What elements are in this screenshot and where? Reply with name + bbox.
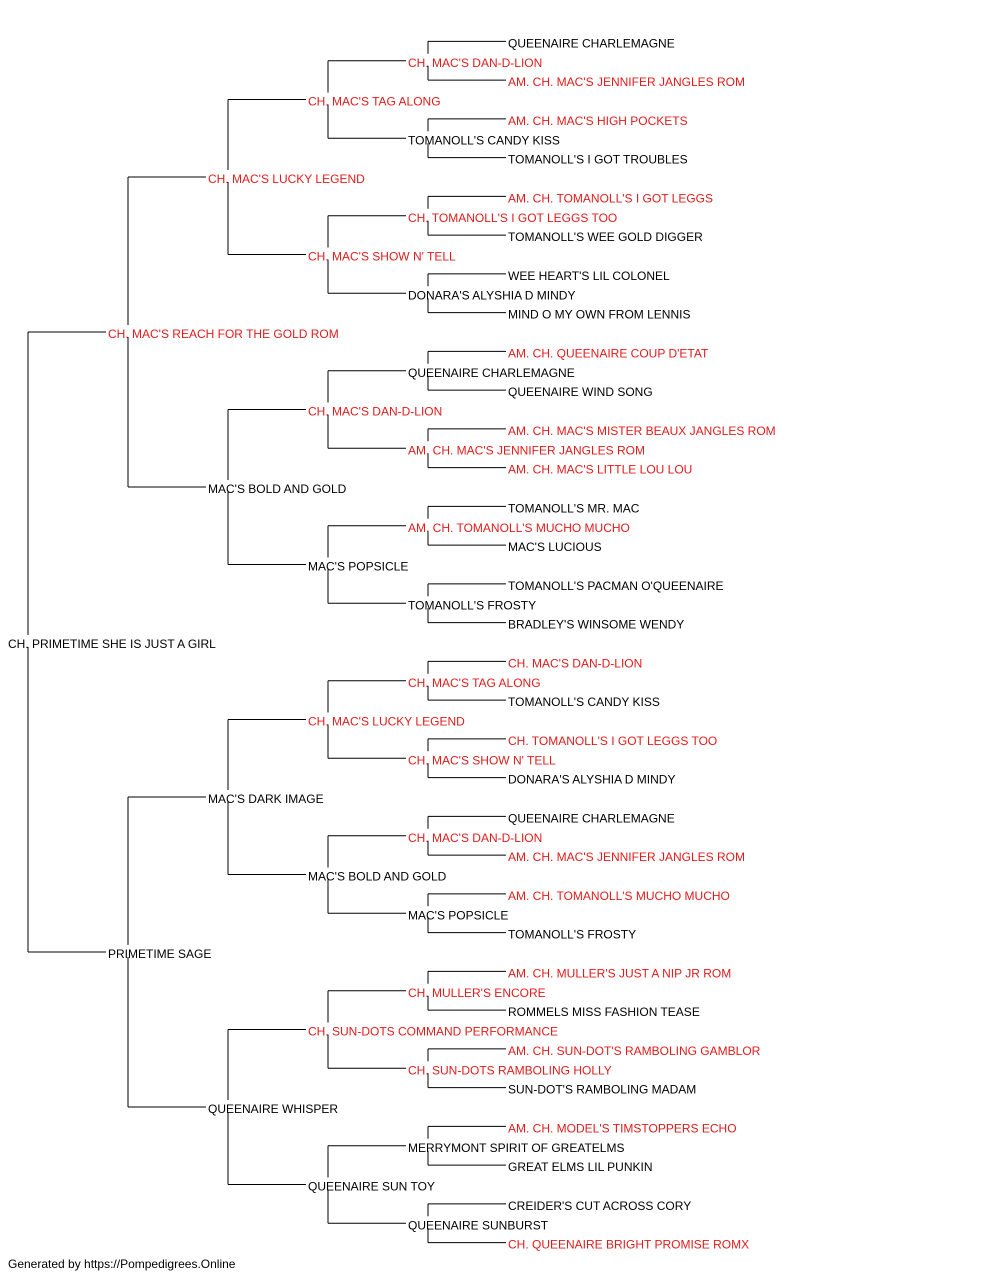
ancestor-name: CH. MAC'S DAN-D-LION	[508, 656, 642, 670]
ancestor-name: CH. MAC'S SHOW N' TELL	[408, 753, 556, 767]
ancestor-name: TOMANOLL'S FROSTY	[508, 928, 636, 942]
ancestor-name: WEE HEART'S LIL COLONEL	[508, 269, 670, 283]
ancestor-name: QUEENAIRE WHISPER	[208, 1102, 338, 1116]
ancestor-name: QUEENAIRE CHARLEMAGNE	[508, 36, 675, 50]
ancestor-name: QUEENAIRE CHARLEMAGNE	[408, 366, 575, 380]
ancestor-name: CH. MAC'S REACH FOR THE GOLD ROM	[108, 327, 339, 341]
ancestor-name: DONARA'S ALYSHIA D MINDY	[508, 773, 675, 787]
ancestor-name: CH. MULLER'S ENCORE	[408, 986, 546, 1000]
ancestor-name: QUEENAIRE CHARLEMAGNE	[508, 811, 675, 825]
ancestor-name: CH. MAC'S LUCKY LEGEND	[308, 715, 465, 729]
ancestor-name: AM. CH. MAC'S MISTER BEAUX JANGLES ROM	[508, 424, 776, 438]
ancestor-name: ROMMELS MISS FASHION TEASE	[508, 1005, 700, 1019]
ancestor-name: BRADLEY'S WINSOME WENDY	[508, 618, 684, 632]
ancestor-name: CH. SUN-DOTS COMMAND PERFORMANCE	[308, 1025, 558, 1039]
ancestor-name: PRIMETIME SAGE	[108, 947, 211, 961]
ancestor-name: AM. CH. MAC'S JENNIFER JANGLES ROM	[408, 443, 645, 457]
ancestor-name: AM. CH. MODEL'S TIMSTOPPERS ECHO	[508, 1121, 737, 1135]
ancestor-name: CH. MAC'S DAN-D-LION	[408, 56, 542, 70]
ancestor-name: CREIDER'S CUT ACROSS CORY	[508, 1199, 691, 1213]
ancestor-name: AM. CH. MULLER'S JUST A NIP JR ROM	[508, 966, 731, 980]
ancestor-name: AM. CH. SUN-DOT'S RAMBOLING GAMBLOR	[508, 1044, 761, 1058]
ancestor-name: AM. CH. MAC'S JENNIFER JANGLES ROM	[508, 75, 745, 89]
ancestor-name: MIND O MY OWN FROM LENNIS	[508, 308, 690, 322]
ancestor-name: TOMANOLL'S CANDY KISS	[508, 695, 660, 709]
ancestor-name: MAC'S LUCIOUS	[508, 540, 602, 554]
ancestor-name: CH. TOMANOLL'S I GOT LEGGS TOO	[408, 211, 617, 225]
ancestor-name: CH. MAC'S DAN-D-LION	[308, 405, 442, 419]
ancestor-name: CH. MAC'S SHOW N' TELL	[308, 250, 456, 264]
ancestor-name: QUEENAIRE SUNBURST	[408, 1218, 549, 1232]
ancestor-name: AM. CH. TOMANOLL'S MUCHO MUCHO	[408, 521, 630, 535]
ancestor-name: AM. CH. MAC'S LITTLE LOU LOU	[508, 463, 692, 477]
ancestor-name: TOMANOLL'S I GOT TROUBLES	[508, 153, 688, 167]
ancestor-name: MAC'S POPSICLE	[308, 560, 408, 574]
ancestor-name: MAC'S BOLD AND GOLD	[308, 870, 447, 884]
ancestor-name: SUN-DOT'S RAMBOLING MADAM	[508, 1083, 696, 1097]
ancestor-name: AM. CH. TOMANOLL'S I GOT LEGGS	[508, 191, 713, 205]
ancestor-name: MAC'S POPSICLE	[408, 908, 508, 922]
ancestor-name: QUEENAIRE SUN TOY	[308, 1180, 435, 1194]
ancestor-name: CH. MAC'S LUCKY LEGEND	[208, 172, 365, 186]
ancestor-name: TOMANOLL'S PACMAN O'QUEENAIRE	[508, 579, 724, 593]
ancestor-name: MAC'S BOLD AND GOLD	[208, 482, 347, 496]
ancestor-name: QUEENAIRE WIND SONG	[508, 385, 653, 399]
ancestor-name: TOMANOLL'S MR. MAC	[508, 501, 640, 515]
ancestor-name: TOMANOLL'S FROSTY	[408, 598, 536, 612]
ancestor-name: TOMANOLL'S CANDY KISS	[408, 133, 560, 147]
ancestor-name: GREAT ELMS LIL PUNKIN	[508, 1160, 653, 1174]
ancestor-name: TOMANOLL'S WEE GOLD DIGGER	[508, 230, 703, 244]
ancestor-name: CH. MAC'S TAG ALONG	[408, 676, 541, 690]
ancestor-name: CH. MAC'S TAG ALONG	[308, 95, 441, 109]
ancestor-name: MAC'S DARK IMAGE	[208, 792, 324, 806]
ancestor-name: AM. CH. QUEENAIRE COUP D'ETAT	[508, 346, 709, 360]
ancestor-name: CH. SUN-DOTS RAMBOLING HOLLY	[408, 1063, 612, 1077]
ancestor-name: AM. CH. TOMANOLL'S MUCHO MUCHO	[508, 889, 730, 903]
subject-name: CH. PRIMETIME SHE IS JUST A GIRL	[8, 637, 216, 651]
ancestor-name: DONARA'S ALYSHIA D MINDY	[408, 288, 575, 302]
ancestor-name: MERRYMONT SPIRIT OF GREATELMS	[408, 1141, 624, 1155]
ancestor-name: AM. CH. MAC'S HIGH POCKETS	[508, 114, 688, 128]
ancestor-name: CH. MAC'S DAN-D-LION	[408, 831, 542, 845]
ancestor-name: CH. TOMANOLL'S I GOT LEGGS TOO	[508, 734, 717, 748]
ancestor-name: AM. CH. MAC'S JENNIFER JANGLES ROM	[508, 850, 745, 864]
ancestor-name: CH. QUEENAIRE BRIGHT PROMISE ROMX	[508, 1238, 749, 1252]
footer-credit: Generated by https://Pompedigrees.Online	[8, 1257, 236, 1271]
